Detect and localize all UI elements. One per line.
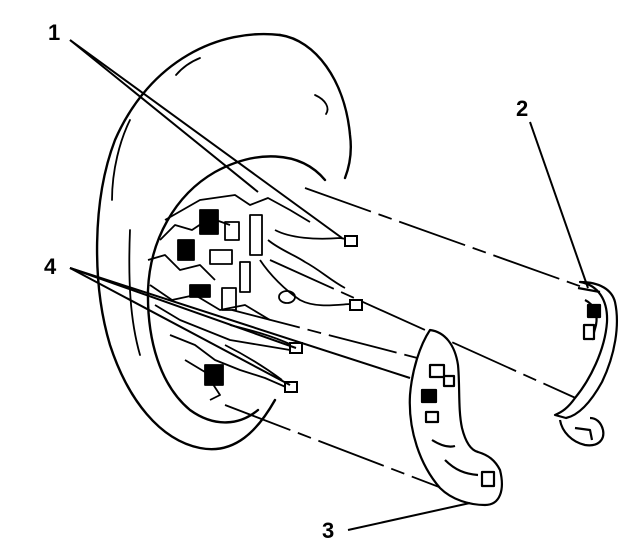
rim-seam (112, 120, 130, 200)
hub-mechanism (148, 195, 352, 400)
rim-outer (97, 34, 280, 449)
callout-label-1: 1 (48, 20, 61, 45)
connectors (285, 236, 362, 392)
callout-label-3: 3 (322, 518, 335, 543)
left-switch-bezel (410, 330, 502, 505)
callout-label-4: 4 (44, 254, 57, 279)
connector-upper (345, 236, 357, 246)
rim-seam-3 (176, 58, 200, 75)
rim-outer-top (280, 35, 351, 178)
rim-seam-2 (315, 95, 328, 114)
steering-wheel (97, 34, 351, 449)
connector-bottom (285, 382, 297, 392)
callout-label-2: 2 (516, 96, 529, 121)
connector-middle (350, 300, 362, 310)
leader-lines (70, 40, 588, 530)
rim-inner (148, 156, 325, 422)
alignment-lines (225, 188, 585, 495)
rim-inner-edge (129, 230, 140, 355)
right-switch-cover (555, 282, 617, 445)
